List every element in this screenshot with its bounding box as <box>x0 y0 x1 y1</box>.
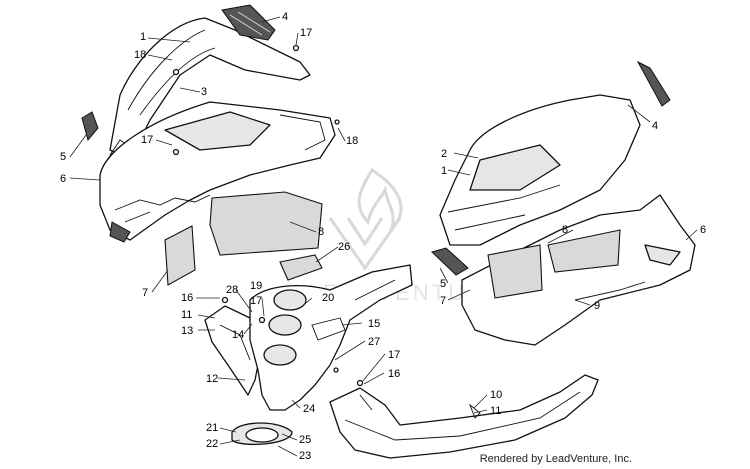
callout-11: 11 <box>490 405 501 417</box>
callout-28: 28 <box>226 284 238 296</box>
callout-5: 5 <box>440 278 446 290</box>
callout-19: 19 <box>250 280 262 292</box>
callout-16: 16 <box>181 292 193 304</box>
callout-17: 17 <box>300 27 312 39</box>
callout-4: 4 <box>652 120 658 132</box>
callout-20: 20 <box>322 292 334 304</box>
callout-7: 7 <box>142 287 148 299</box>
callout-23: 23 <box>299 450 311 462</box>
callout-2: 2 <box>441 148 447 160</box>
callout-25: 25 <box>299 434 311 446</box>
belly-pan <box>329 374 599 459</box>
callout-18: 18 <box>346 135 358 147</box>
callout-16: 16 <box>388 368 400 380</box>
callout-8: 8 <box>562 224 568 236</box>
hood-lower-body <box>99 101 336 241</box>
callout-labels: 1 18 4 17 3 17 18 5 6 8 26 7 16 28 19 17… <box>60 11 706 462</box>
callout-26: 26 <box>338 241 350 253</box>
callout-3: 3 <box>201 86 207 98</box>
callout-12: 12 <box>206 373 218 385</box>
hood-vent-grille-right <box>636 60 671 107</box>
lower-air-duct-ring <box>231 422 293 446</box>
hood-front-grille-right <box>431 247 469 276</box>
callout-5: 5 <box>60 151 66 163</box>
callout-13: 13 <box>181 325 193 337</box>
air-intake-bracket <box>204 305 263 396</box>
callout-14: 14 <box>232 329 244 341</box>
hood-vent-grille-upper <box>221 4 276 41</box>
callout-7: 7 <box>440 295 446 307</box>
callout-4: 4 <box>282 11 288 23</box>
callout-18: 18 <box>134 49 146 61</box>
lower-chassis-panel-right <box>461 194 696 346</box>
callout-15: 15 <box>368 318 380 330</box>
callout-8: 8 <box>318 226 324 238</box>
callout-17: 17 <box>388 349 400 361</box>
airbox-panel <box>279 254 323 281</box>
callout-11: 11 <box>181 309 192 321</box>
hood-front-grille <box>109 221 131 243</box>
intake-duct-assembly <box>249 264 413 411</box>
dash-foam-pad <box>209 191 323 256</box>
side-light-left <box>81 111 99 142</box>
callout-6: 6 <box>60 173 66 185</box>
callout-21: 21 <box>206 422 218 434</box>
callout-17: 17 <box>141 134 153 146</box>
callout-1: 1 <box>441 165 447 177</box>
callout-10: 10 <box>490 389 502 401</box>
callout-9: 9 <box>594 300 600 312</box>
callout-6: 6 <box>700 224 706 236</box>
side-insulation-pad-right <box>487 244 543 299</box>
callout-24: 24 <box>303 403 315 415</box>
leader-lines <box>69 16 698 457</box>
credit-text: Rendered by LeadVenture, Inc. <box>479 453 632 465</box>
side-insulation-pad-left <box>164 225 196 286</box>
small-fasteners <box>172 44 481 419</box>
callout-1: 1 <box>140 31 146 43</box>
callout-22: 22 <box>206 438 218 450</box>
hood-assembled-right <box>439 94 641 246</box>
callout-17: 17 <box>250 295 262 307</box>
callout-27: 27 <box>368 336 380 348</box>
